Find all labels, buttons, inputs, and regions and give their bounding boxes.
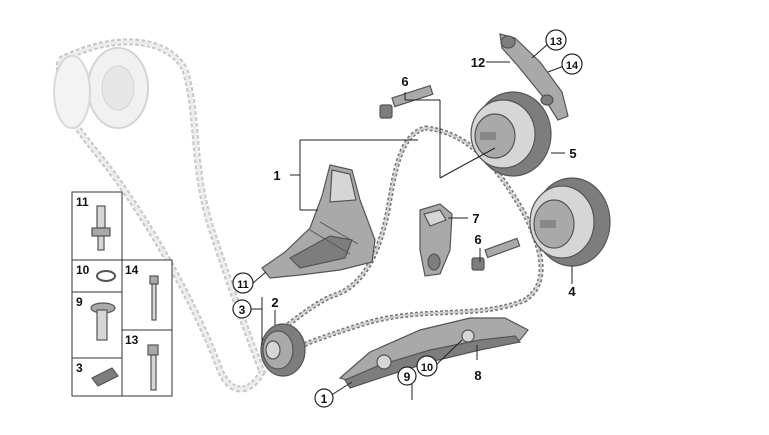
callout-1-circled: 1: [314, 388, 334, 408]
callout-text: 11: [237, 279, 249, 291]
crankshaft-sprocket: [260, 323, 306, 377]
small-parts-inset: [71, 191, 173, 397]
inset-bolt-14: [149, 275, 159, 321]
callout-text: 10: [421, 362, 433, 374]
inset-bolt-13: [147, 344, 159, 391]
callout-text: 9: [404, 370, 411, 384]
callout-text: 3: [239, 303, 246, 317]
callout-text: 14: [566, 60, 579, 72]
callout-12: 12: [471, 55, 485, 70]
callout-text: 6: [401, 74, 408, 89]
inset-label-10: 10: [76, 263, 90, 277]
ghost-chain-assembly: [53, 38, 266, 393]
callout-2: 2: [271, 295, 278, 310]
callout-7: 7: [472, 211, 479, 226]
callout-13: 13: [545, 29, 567, 51]
callout-6-lower: 6: [474, 232, 481, 247]
inset-label-3: 3: [76, 361, 83, 375]
chain-tensioner: [419, 203, 453, 277]
callout-3: 3: [232, 299, 252, 319]
guide-rail: [261, 164, 376, 279]
callout-text: 13: [550, 36, 562, 48]
inset-pin-11: [91, 205, 111, 251]
callout-6-upper: 6: [401, 74, 408, 89]
callout-8: 8: [474, 368, 481, 383]
callout-text: 2: [271, 295, 278, 310]
exhaust-camshaft-sprocket: [529, 177, 611, 267]
callout-10: 10: [416, 355, 438, 377]
callout-text: 1: [321, 392, 328, 406]
callout-1-plain: 1: [273, 168, 280, 183]
callout-14: 14: [561, 53, 583, 75]
callout-text: 4: [568, 284, 576, 299]
callout-text: 7: [472, 211, 479, 226]
callout-5: 5: [569, 146, 576, 161]
callout-text: 12: [471, 55, 485, 70]
callout-11: 11: [232, 272, 254, 294]
bolt-upper: [379, 84, 434, 119]
callout-4: 4: [568, 284, 576, 299]
leader-lines: [251, 43, 573, 400]
inset-label-11: 11: [76, 195, 89, 209]
inset-washer-10: [96, 270, 116, 282]
inset-label-14: 14: [125, 263, 139, 277]
callout-9: 9: [397, 366, 417, 386]
inset-label-9: 9: [76, 295, 83, 309]
intake-camshaft-sprocket: [470, 91, 552, 177]
inset-slider-3: [91, 367, 119, 387]
bolt-lower: [471, 237, 521, 271]
callout-text: 6: [474, 232, 481, 247]
inset-label-13: 13: [125, 333, 139, 347]
callout-text: 5: [569, 146, 576, 161]
tensioning-rail: [338, 317, 529, 389]
inset-pin-9: [90, 302, 116, 341]
top-slide-rail: [499, 33, 569, 121]
callout-text: 1: [273, 168, 280, 183]
callout-text: 8: [474, 368, 481, 383]
